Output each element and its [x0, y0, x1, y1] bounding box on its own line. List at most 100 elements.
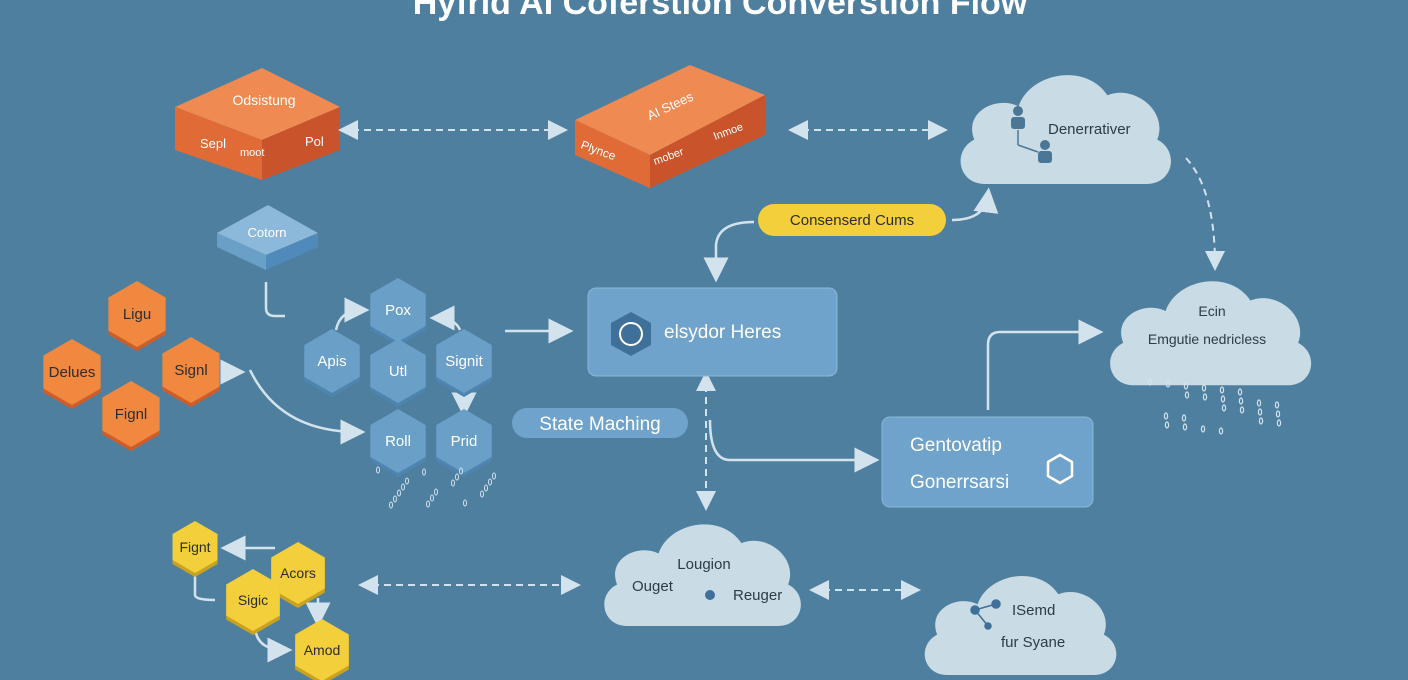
hex-label: Apis	[317, 353, 346, 370]
cube-label: Cotorn	[247, 225, 286, 240]
rain-drop	[1238, 397, 1244, 405]
yellow-hex-node[interactable]: Acors	[271, 542, 325, 608]
rain-drop	[422, 468, 426, 476]
hex-label: Sigic	[238, 592, 268, 608]
rain-drop	[1201, 384, 1207, 392]
solid-arrows	[193, 187, 1104, 663]
rain-drop	[1237, 388, 1243, 396]
cloud-label: fur Syane	[1001, 634, 1065, 651]
rain-drop	[434, 488, 438, 496]
rain-drop	[1200, 425, 1206, 433]
orange-hex-node[interactable]: Fignl	[102, 381, 160, 451]
rain-drop	[455, 473, 459, 481]
rain-drop	[1274, 401, 1280, 409]
blue-hex-node[interactable]: Prid	[436, 409, 492, 477]
rain-drop	[480, 490, 484, 498]
rain-drop	[1258, 417, 1264, 425]
rain-drop	[389, 501, 393, 509]
state-pill-label: State Maching	[539, 414, 660, 435]
yellow-hex-node[interactable]: Fignt	[172, 521, 218, 577]
main-box-label: elsydor Heres	[664, 322, 781, 343]
yellow-hex-node[interactable]: Amod	[295, 619, 349, 680]
consensus-pill-label: Consenserd Cums	[790, 212, 914, 229]
rain-drop	[488, 478, 492, 486]
hex-label: Fignl	[115, 406, 148, 423]
rain-drop	[484, 484, 488, 492]
hexagon-icon	[611, 312, 651, 356]
rain-drop	[1182, 423, 1188, 431]
rain-drop	[1164, 421, 1170, 429]
cloud-bottom-right: ISemd fur Syane	[924, 575, 1117, 676]
title: Hyfrid AI Coferstion Converstion Flow	[413, 0, 1028, 22]
state-machine-pill[interactable]	[512, 408, 688, 438]
rain-drop	[401, 483, 405, 491]
rain-drop	[1219, 386, 1225, 394]
rain-drop	[1183, 382, 1189, 390]
orange-block-1: Odsistung Sepl moot Pol	[175, 68, 340, 180]
cloud-label: Reuger	[733, 587, 782, 604]
gen-box-label: Gonerrsarsi	[910, 472, 1009, 493]
hex-label: Fignt	[179, 539, 210, 555]
cloud-label: Emgutie nedricless	[1148, 331, 1266, 347]
hex-label: Roll	[385, 433, 411, 450]
hex-label: Signl	[174, 362, 207, 379]
block-label: Pol	[305, 134, 324, 149]
connector-arrows	[338, 120, 1225, 600]
hex-label: Pox	[385, 302, 411, 319]
orange-hex-node[interactable]: Signl	[162, 337, 220, 407]
orange-hex-node[interactable]: Delues	[43, 339, 101, 409]
block-label: moot	[240, 147, 264, 159]
cloud-right: Ecin Emgutie nedricless	[1110, 281, 1312, 386]
blue-hex-node[interactable]: Signit	[436, 329, 492, 397]
blue-hex-node[interactable]: Roll	[370, 409, 426, 477]
users-icon	[1011, 106, 1052, 163]
blue-hex-node[interactable]: Pox	[370, 278, 426, 346]
hex-label: Delues	[49, 364, 96, 381]
rain-drop	[1147, 378, 1153, 386]
cloud-label: Ecin	[1198, 303, 1225, 319]
rain-drop	[1221, 404, 1227, 412]
orange-hex-node[interactable]: Ligu	[108, 281, 166, 351]
rain-drop	[1218, 427, 1224, 435]
rain-drop	[1202, 393, 1208, 401]
yellow-hex-node[interactable]: Sigic	[226, 569, 280, 635]
rain-drop	[463, 499, 467, 507]
rain-drop	[459, 467, 463, 475]
cloud-bottom: Lougion Ouget Reuger	[604, 524, 801, 626]
rain-drop	[376, 466, 380, 474]
hexagon-icon	[1046, 453, 1074, 485]
rain-drop	[1163, 412, 1169, 420]
rain-drop	[1256, 399, 1262, 407]
rain-drop	[1239, 406, 1245, 414]
rain-drop	[1257, 408, 1263, 416]
cloud-label: Lougion	[677, 556, 730, 573]
cube-node[interactable]: Cotorn	[217, 205, 318, 270]
block-label: Sepl	[200, 136, 226, 151]
rain-drops	[1147, 378, 1282, 435]
rain-drop	[1181, 414, 1187, 422]
blue-hex-node[interactable]: Utl	[370, 339, 426, 407]
rain-drop	[405, 477, 409, 485]
generation-box[interactable]	[881, 416, 1094, 508]
orange-block-2: AI Stees Plynce mober Inmoe	[575, 65, 765, 188]
rain-drop	[1184, 391, 1190, 399]
blue-hex-node[interactable]: Apis	[304, 329, 360, 397]
main-process-box[interactable]	[587, 287, 838, 377]
block-label: Odsistung	[232, 92, 295, 108]
cloud-label: Ouget	[632, 578, 674, 595]
hex-label: Ligu	[123, 306, 151, 323]
consensus-pill[interactable]	[758, 204, 946, 236]
cloud-top: Denerrativer	[960, 75, 1171, 184]
rain-drop	[426, 500, 430, 508]
rain-drop	[1220, 395, 1226, 403]
rain-drop	[430, 494, 434, 502]
hex-label: Acors	[280, 565, 316, 581]
gen-box-label: Gentovatip	[910, 435, 1002, 456]
rain-drop	[451, 479, 455, 487]
share-icon	[970, 599, 1001, 630]
hex-label: Amod	[304, 642, 341, 658]
rain-drop	[1275, 410, 1281, 418]
rain-drop	[393, 495, 397, 503]
hex-label: Prid	[451, 433, 478, 450]
